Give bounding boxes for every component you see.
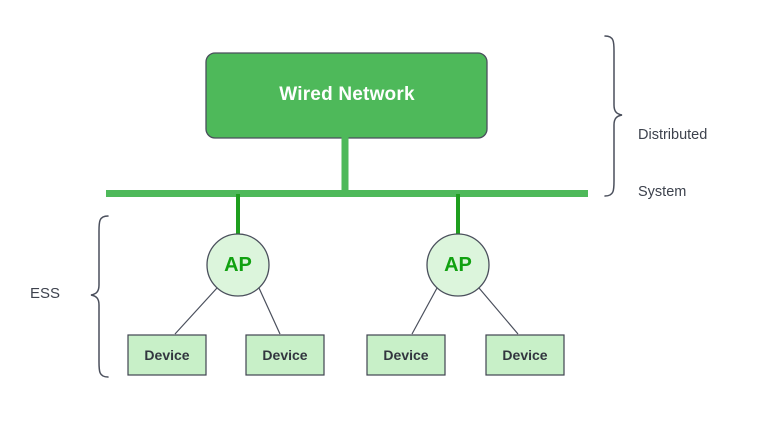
access-point-circle-2[interactable] (426, 233, 490, 297)
ap2-device3-link (411, 287, 438, 335)
device-box-4[interactable] (485, 334, 565, 376)
ap1-device1-link (174, 287, 218, 335)
distributed-system-brace (604, 35, 623, 197)
device-box-3[interactable] (366, 334, 446, 376)
ess-brace (90, 215, 109, 378)
trunk-connector (341, 137, 349, 194)
device-box-1[interactable] (127, 334, 207, 376)
distribution-bus (106, 190, 588, 197)
ap2-device4-link (478, 287, 519, 335)
wired-network-box[interactable] (205, 52, 488, 139)
ap1-device2-link (258, 287, 281, 335)
device-box-2[interactable] (245, 334, 325, 376)
access-point-circle-1[interactable] (206, 233, 270, 297)
